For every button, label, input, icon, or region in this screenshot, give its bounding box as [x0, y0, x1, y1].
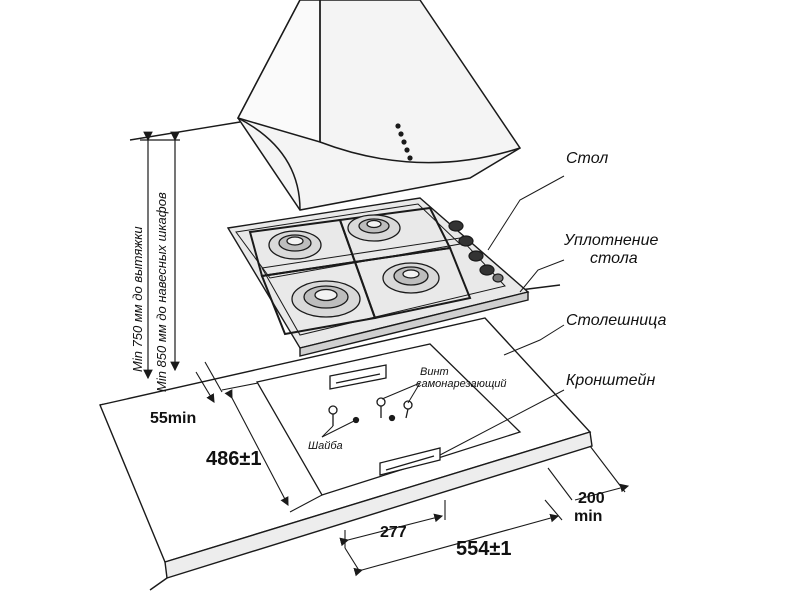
- dim-55-unit: min: [167, 410, 197, 427]
- label-seal-2: стола: [590, 250, 638, 267]
- dim-486: 486±1: [206, 448, 262, 470]
- range-hood: [236, 0, 522, 211]
- note-850: Min 850 мм до навесных шкафов: [154, 192, 169, 392]
- height-dimension: [140, 131, 180, 380]
- control-knobs: [448, 220, 504, 283]
- callout-leaders: [321, 175, 565, 456]
- burner-rear-right: [347, 214, 401, 242]
- note-750: Min 750 мм до вытяжки: [130, 226, 145, 372]
- dim-554-lines: [344, 499, 563, 577]
- dim-200-unit: min: [574, 508, 603, 525]
- label-screw-2: самонарезающий: [416, 378, 507, 390]
- dim-200-lines: [547, 445, 630, 501]
- countertop-cutout: [255, 343, 522, 496]
- hood-buttons: [395, 123, 413, 161]
- dim-55-value: 55: [150, 410, 168, 427]
- dim-277: 277: [380, 524, 407, 541]
- dim-200: 200: [578, 490, 605, 507]
- hob-grates: [248, 206, 472, 336]
- bracket-bottom: [379, 447, 441, 476]
- dim-55: 55min: [150, 410, 196, 428]
- dim-486-lines: [221, 382, 323, 513]
- burners: [268, 214, 440, 318]
- label-seal: Уплотнение: [564, 232, 659, 249]
- burner-rear-left: [268, 230, 322, 260]
- dim-55-lines: [195, 361, 223, 403]
- bracket-top: [329, 364, 387, 390]
- dim-554: 554±1: [456, 538, 512, 560]
- label-bracket: Кронштейн: [566, 372, 656, 389]
- burner-front-right: [382, 262, 440, 294]
- burner-front-left: [291, 280, 361, 318]
- label-washer: Шайба: [308, 440, 343, 452]
- label-countertop: Столешница: [566, 312, 667, 329]
- label-screw: Винт: [420, 366, 449, 378]
- label-stol: Стол: [566, 150, 609, 167]
